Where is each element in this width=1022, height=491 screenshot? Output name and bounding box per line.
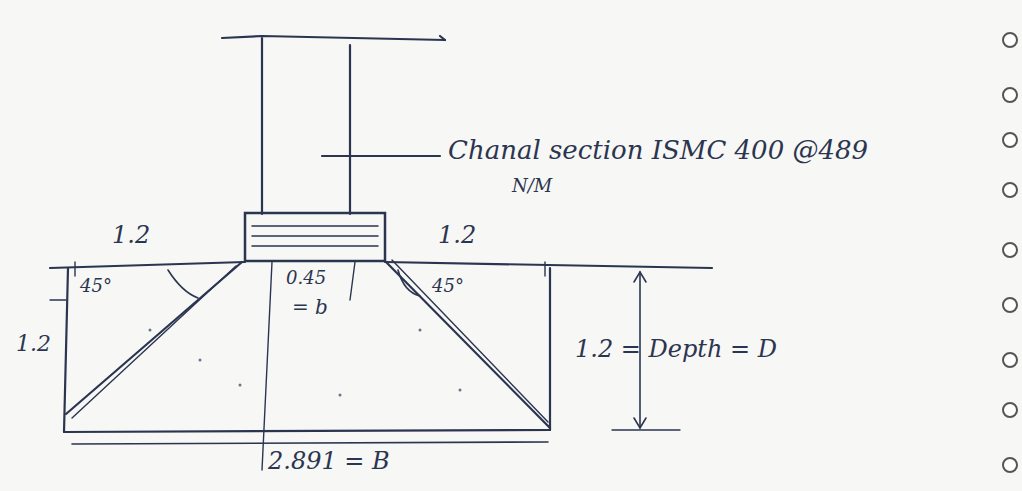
dimension-text: = b [292,296,328,318]
angle-text: 45° [80,276,112,296]
dimension-text: 0.45 [286,268,326,288]
unit-text: N/M [512,176,552,196]
dimension-text: 1.2 [112,222,150,248]
callout-text: Chanal section ISMC 400 @489 [448,136,868,165]
dimension-text: 1.2 [438,222,476,248]
dimension-text: 1.2 = Depth = D [575,336,777,362]
angle-text: 45° [432,276,464,296]
dimension-text: 1.2 [16,332,51,356]
dimension-text: 2.891 = B [268,448,390,474]
